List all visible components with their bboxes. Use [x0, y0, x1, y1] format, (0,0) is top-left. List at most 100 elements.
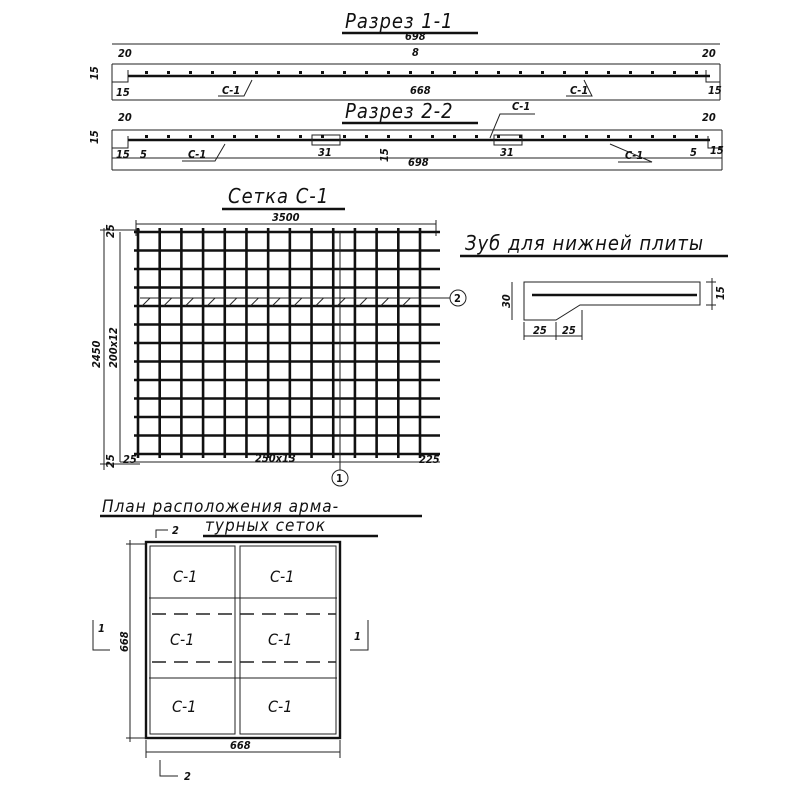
section-arrow-2 [159, 760, 178, 777]
rebar-dot [233, 71, 236, 74]
dim: 30 [500, 294, 513, 308]
rebar-dot [673, 135, 676, 138]
dim: 15 [116, 86, 130, 99]
section-tick [336, 297, 346, 307]
section-2-2: Разрез 2-2 С-1 20 20 15 15 5 31 15 698 3… [88, 99, 724, 171]
section-tick [206, 297, 216, 307]
rebar-dot [607, 71, 610, 74]
dimension-lines [100, 228, 440, 470]
slab-outline [111, 63, 721, 101]
section-mark: 2 [184, 770, 191, 783]
dim: 5 [690, 146, 697, 159]
rebar-dot [651, 71, 654, 74]
rebar-dot [673, 71, 676, 74]
marker-2: 2 [454, 292, 461, 305]
mesh-cell-label: С-1 [270, 567, 294, 586]
section-mark: 1 [98, 622, 105, 635]
section-tick [250, 297, 259, 307]
mesh-label: С-1 [512, 100, 530, 113]
section-mark: 1 [354, 630, 361, 643]
section-tick [401, 297, 411, 307]
dimension-lines [126, 540, 341, 758]
rebar-dot [453, 135, 456, 138]
rebar-dot [695, 71, 698, 74]
dim: 20 [702, 111, 716, 124]
mesh-cell-label: С-1 [170, 630, 194, 649]
rebar-dot [651, 135, 654, 138]
dim: 200x12 [107, 327, 120, 368]
rebar-dot [145, 135, 148, 138]
rebar-dot [475, 71, 478, 74]
rebar-dot [629, 135, 632, 138]
section-tick [358, 297, 368, 307]
section-arrow-2 [155, 529, 168, 538]
rebar-dot [431, 135, 434, 138]
rebar-dot [321, 135, 324, 138]
dim: 31 [500, 146, 514, 159]
tooth-title: Зуб для нижней плиты [465, 231, 704, 255]
section-tick [271, 297, 281, 307]
dim: 5 [140, 148, 147, 161]
mesh-cell-label: С-1 [268, 697, 292, 716]
slab-outline [144, 540, 342, 740]
dim: 25 [562, 324, 576, 337]
marker-1: 1 [336, 472, 343, 485]
rebar-dot [167, 135, 170, 138]
dim: 2450 [90, 340, 103, 368]
marker-circle [449, 289, 467, 307]
rebar-dot [189, 71, 192, 74]
rebar-dot [233, 135, 236, 138]
dim: 668 [230, 739, 251, 752]
rebar-dot [343, 135, 346, 138]
rebar-dot [343, 71, 346, 74]
rebar-dot [519, 135, 522, 138]
rebar-dot [365, 71, 368, 74]
mesh-cell-label: С-1 [268, 630, 292, 649]
rebar-dot [277, 135, 280, 138]
dim: 668 [410, 84, 431, 97]
dim: 668 [118, 631, 131, 652]
rebar-dot [409, 135, 412, 138]
slab-outline [111, 129, 723, 171]
section-mark: 2 [172, 524, 179, 537]
dim: 20 [118, 111, 132, 124]
rebar-dot [519, 71, 522, 74]
rebar-dot [695, 135, 698, 138]
section-1-title: Разрез 1-1 [345, 9, 454, 33]
section-arrows-1 [92, 620, 369, 651]
rebar-dot [431, 71, 434, 74]
rebar-dots [145, 135, 698, 138]
mesh-label: С-1 [625, 149, 643, 162]
rebar-dot [277, 71, 280, 74]
rebar-dot [563, 71, 566, 74]
mesh-label: С-1 [570, 84, 588, 97]
section-tick [141, 297, 151, 307]
dim: 15 [714, 286, 727, 300]
section-2-title: Разрез 2-2 [345, 99, 454, 123]
rebar-dot [299, 71, 302, 74]
rebar-dot [497, 135, 500, 138]
dim: 20 [118, 47, 132, 60]
dim: 15 [88, 130, 101, 144]
tooth-outline [523, 281, 701, 321]
dim: 15 [708, 84, 722, 97]
mesh-dividers [149, 597, 337, 679]
rebar-dot [541, 71, 544, 74]
rebar-dot [409, 71, 412, 74]
rebar-dot [453, 71, 456, 74]
section-tick [228, 297, 238, 307]
dim: 31 [318, 146, 332, 159]
rebar-dot [585, 135, 588, 138]
dim: 25 [533, 324, 547, 337]
dim: 15 [116, 148, 130, 161]
overlap-zone [493, 134, 523, 146]
dim: 8 [412, 46, 419, 59]
section-tick [293, 297, 303, 307]
rebar-dot [255, 71, 258, 74]
rebar-dot [255, 135, 258, 138]
rebar-dot [189, 135, 192, 138]
rebar-dot [387, 135, 390, 138]
rebar-dot [585, 71, 588, 74]
section-tick [185, 297, 194, 307]
